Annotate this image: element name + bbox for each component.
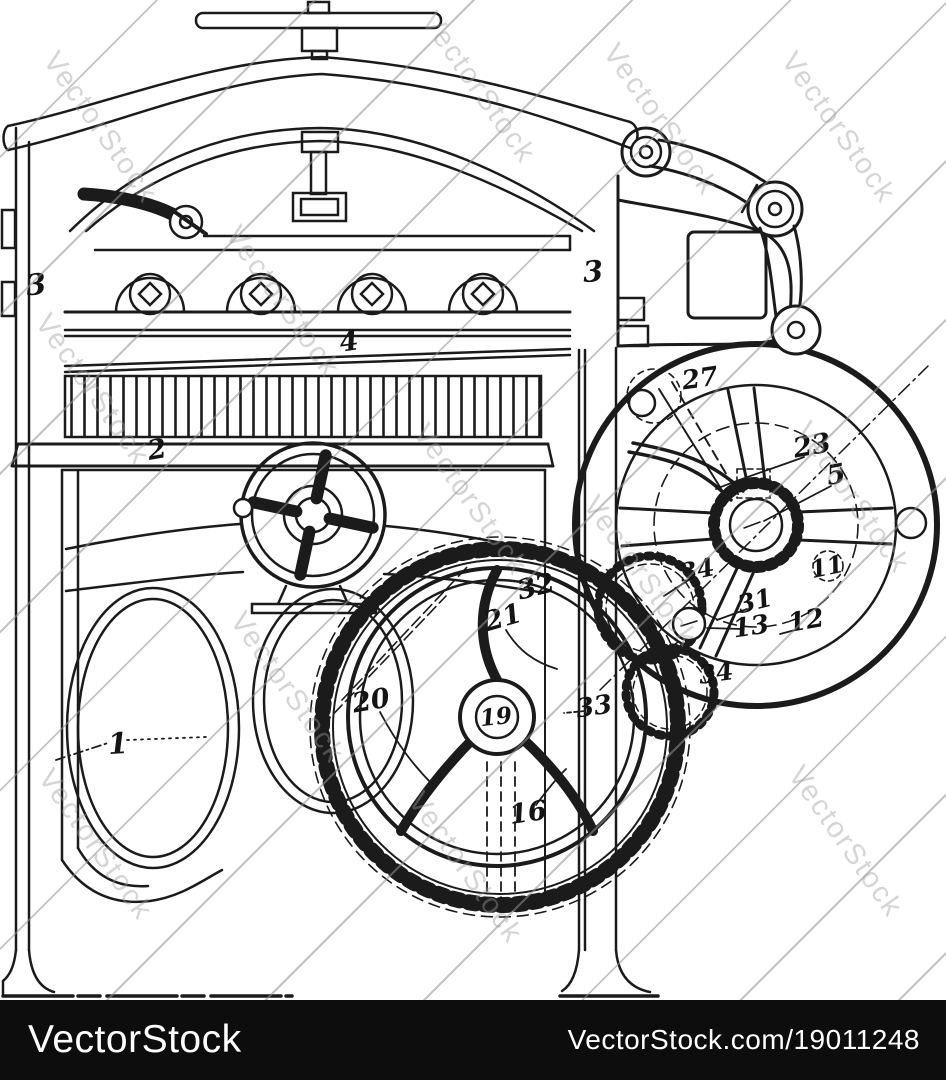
press-screw-handle — [194, 0, 443, 223]
flywheel — [572, 341, 940, 709]
top-arch — [2, 55, 639, 233]
machine-engraving — [0, 0, 940, 998]
image-url-text: VectorStock.com/19011248 — [567, 1024, 920, 1055]
brand-wordmark: VectorStock — [28, 1018, 242, 1061]
clamp-beam — [63, 234, 572, 316]
footer-bar: VectorStock VectorStock.com/19011248 — [0, 1000, 946, 1080]
left-post — [0, 126, 294, 998]
right-bracket-linkage — [616, 126, 822, 356]
handwheel — [64, 441, 547, 615]
knife-bar-and-brush — [10, 328, 572, 472]
